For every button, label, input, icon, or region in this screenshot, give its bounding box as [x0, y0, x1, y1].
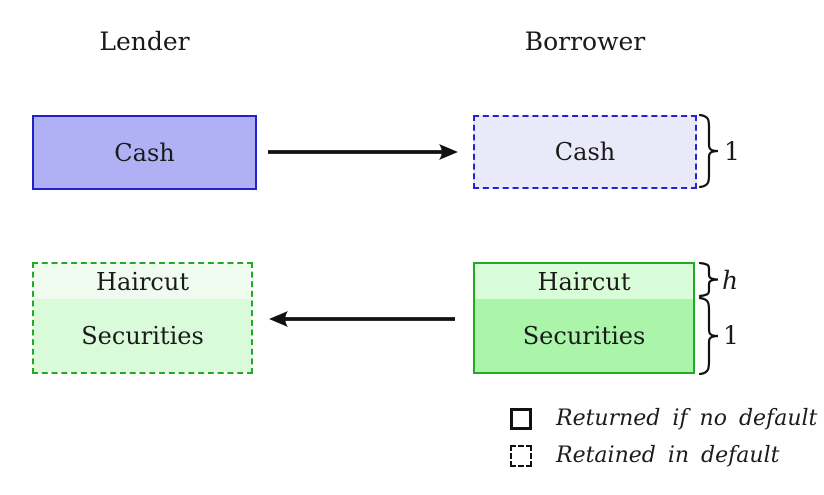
- haircut-brace-value: h: [722, 266, 739, 295]
- legend-dashed-label: Retained in default: [556, 443, 780, 468]
- legend-dashed-square-icon: [510, 445, 532, 467]
- securities-brace-value: 1: [723, 321, 739, 350]
- column-header-lender: Lender: [99, 27, 190, 56]
- lender-cash-box: Cash: [32, 115, 257, 190]
- lender-securities-section: Securities: [34, 299, 251, 372]
- borrower-cash-box: Cash: [473, 115, 697, 189]
- legend-solid-square-icon: [510, 408, 532, 430]
- lender-securities-label: Securities: [81, 321, 204, 350]
- borrower-securities-label: Securities: [522, 321, 646, 350]
- lender-haircut-label: Haircut: [96, 267, 189, 296]
- column-header-borrower: Borrower: [524, 27, 646, 56]
- borrower-collateral-box: Haircut Securities: [473, 262, 695, 374]
- borrower-securities-section: Securities: [475, 299, 693, 372]
- arrow-right-icon: [268, 144, 458, 160]
- borrower-haircut-section: Haircut: [475, 264, 693, 299]
- borrower-cash-label: Cash: [554, 138, 616, 166]
- borrower-haircut-label: Haircut: [537, 267, 631, 296]
- arrow-left-icon: [269, 311, 455, 327]
- lender-collateral-box: Haircut Securities: [32, 262, 253, 374]
- haircut-brace-icon: [698, 262, 719, 298]
- cash-brace-icon: [698, 114, 719, 189]
- lender-cash-label: Cash: [114, 138, 175, 167]
- legend-solid-label: Returned if no default: [556, 406, 818, 431]
- securities-brace-icon: [698, 297, 719, 375]
- lender-haircut-section: Haircut: [34, 264, 251, 299]
- cash-brace-value: 1: [724, 137, 740, 166]
